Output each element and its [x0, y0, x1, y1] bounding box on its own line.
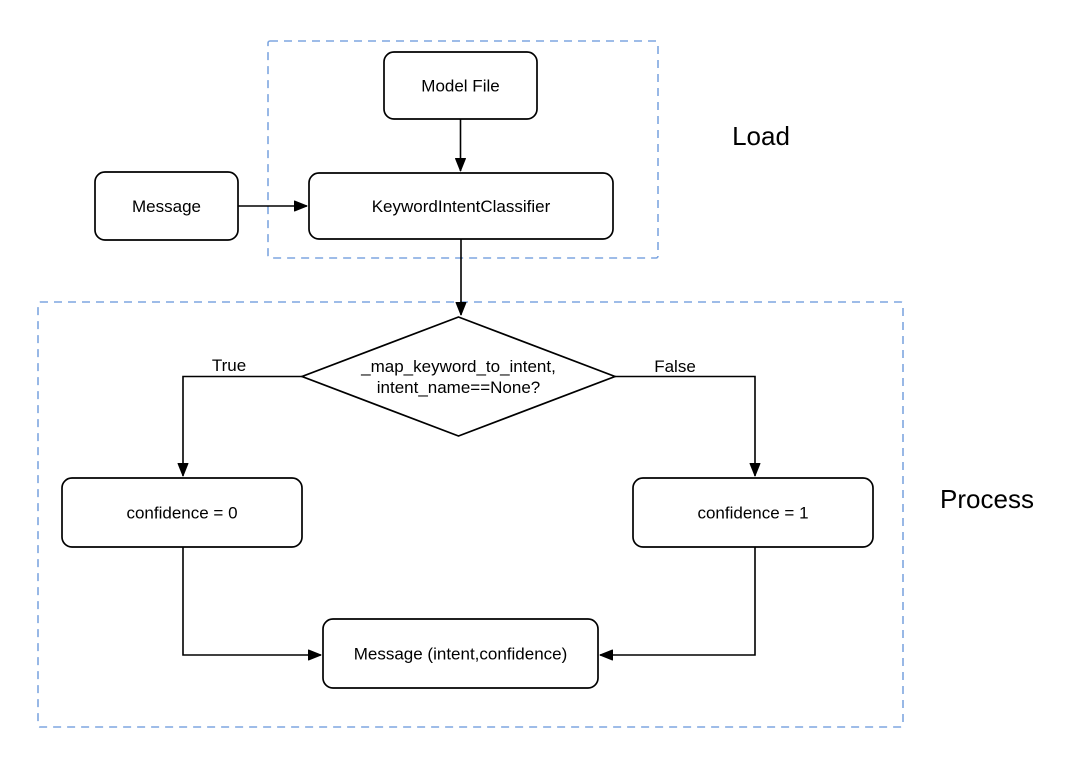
false-edge-label: False — [654, 357, 696, 376]
confidence-one-label: confidence = 1 — [697, 504, 808, 523]
message-input-node: Message — [94, 171, 239, 241]
message-output-label: Message (intent,confidence) — [354, 645, 568, 664]
message-output-node: Message (intent,confidence) — [322, 618, 599, 689]
confidence-one-box — [632, 477, 874, 548]
decision-diamond — [299, 316, 618, 437]
load-group-box — [267, 40, 659, 259]
model-file-label: Model File — [421, 77, 499, 96]
classifier-box — [308, 172, 614, 240]
decision-label-line2: intent_name==None? — [377, 378, 541, 397]
confidence-one-node: confidence = 1 — [632, 477, 874, 548]
edge-decision-false-to-confidence1 — [615, 375, 761, 477]
decision-node: _map_keyword_to_intent, intent_name==Non… — [299, 316, 618, 437]
classifier-node: KeywordIntentClassifier — [308, 172, 614, 240]
message-input-box — [94, 171, 239, 241]
confidence-zero-label: confidence = 0 — [126, 504, 237, 523]
model-file-box — [383, 51, 538, 120]
process-group-label: Process — [940, 484, 1034, 514]
edge-confidence1-to-messageout — [599, 547, 756, 661]
model-file-node: Model File — [383, 51, 538, 120]
confidence-zero-box — [61, 477, 303, 548]
confidence-zero-node: confidence = 0 — [61, 477, 303, 548]
classifier-label: KeywordIntentClassifier — [372, 197, 551, 216]
true-edge-label: True — [212, 356, 246, 375]
decision-label-line1: _map_keyword_to_intent, — [360, 357, 556, 376]
message-output-box — [322, 618, 599, 689]
load-group-label: Load — [732, 121, 790, 151]
edge-confidence0-to-messageout — [182, 547, 322, 661]
edge-decision-true-to-confidence0 — [177, 375, 302, 477]
message-input-label: Message — [132, 197, 201, 216]
